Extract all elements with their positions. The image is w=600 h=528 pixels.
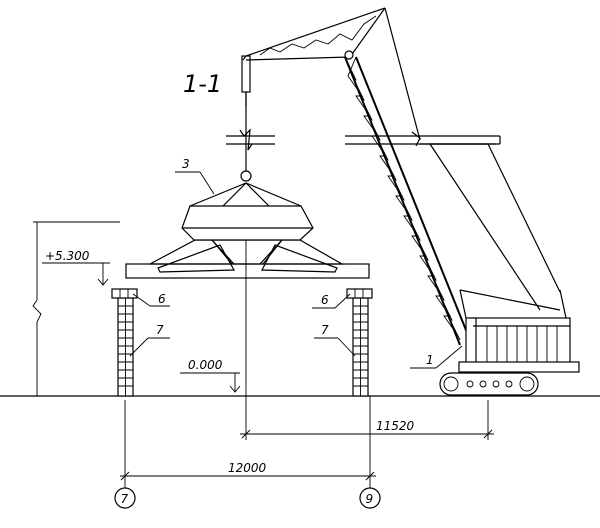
crane-boom [242, 7, 473, 346]
bunker [181, 170, 314, 241]
crane-body [420, 143, 580, 373]
elevation-top-label: +5.300 [45, 249, 90, 263]
axis-marker-left: 7 [114, 487, 136, 509]
callout-crane: 1 [410, 345, 463, 369]
callout-bunker-label: 3 [182, 157, 190, 171]
left-column [111, 288, 138, 397]
dimension-column-span: 12000 [120, 461, 376, 481]
callout-right-bracket: 6 [312, 293, 351, 309]
roof-beam [125, 239, 370, 279]
elevation-mark-ground: 0.000 [180, 358, 241, 393]
callout-right-column-label: 7 [321, 323, 329, 337]
crane-mast-break [226, 128, 501, 151]
callout-crane-label: 1 [426, 353, 434, 367]
callout-left-bracket: 6 [132, 292, 170, 307]
axis-marker-right: 9 [359, 487, 381, 509]
elevation-mark-top: +5.300 [42, 249, 110, 286]
elevation-leader-left [32, 221, 120, 396]
dimension-crane-reach-label: 11520 [376, 419, 415, 433]
callout-left-column: 7 [129, 323, 170, 357]
crane-tracks [439, 372, 539, 396]
axis-marker-right-label: 9 [366, 492, 374, 506]
callout-right-column: 7 [314, 323, 356, 357]
hook-rope [241, 55, 251, 171]
elevation-ground-label: 0.000 [188, 358, 223, 372]
callout-left-column-label: 7 [156, 323, 164, 337]
callout-right-bracket-label: 6 [321, 293, 329, 307]
dimension-column-span-label: 12000 [228, 461, 267, 475]
callout-left-bracket-label: 6 [158, 292, 166, 306]
section-title: 1-1 [183, 70, 222, 98]
axis-marker-left-label: 7 [121, 492, 129, 506]
dimension-crane-reach: 11520 [240, 419, 494, 439]
right-column [346, 288, 373, 397]
callout-bunker: 3 [175, 157, 215, 195]
